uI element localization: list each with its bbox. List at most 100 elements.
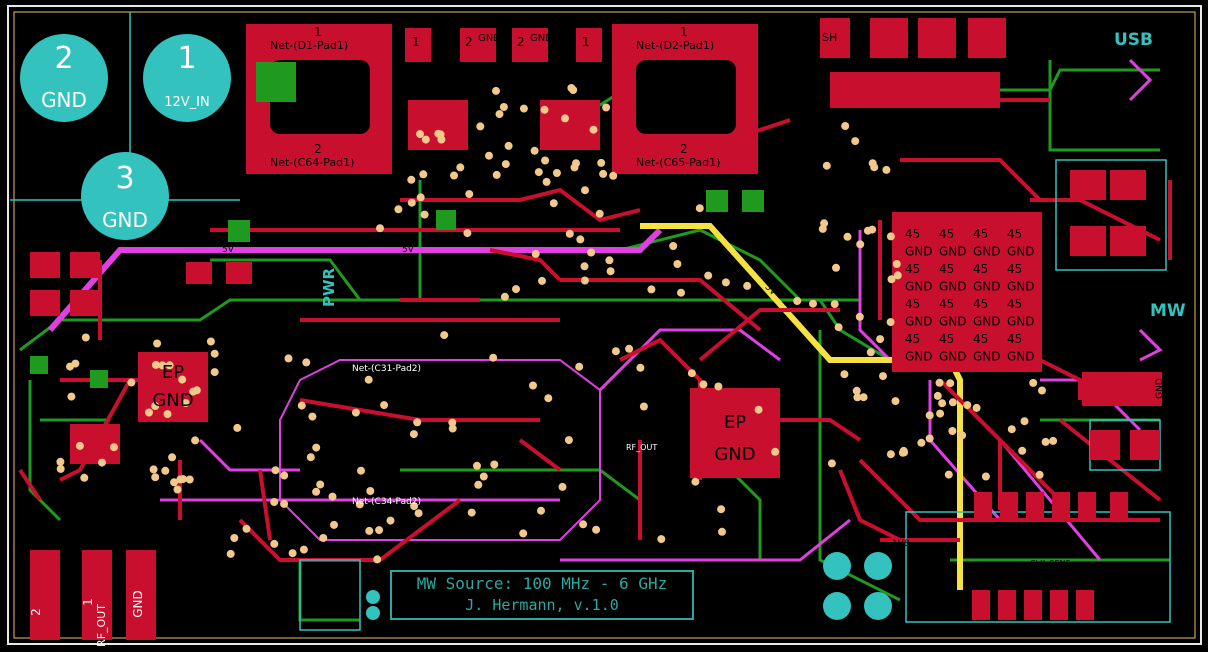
via bbox=[242, 524, 251, 533]
via bbox=[394, 205, 403, 214]
via bbox=[161, 466, 170, 475]
via bbox=[1041, 437, 1050, 446]
bga-pad-label: GND bbox=[973, 315, 1001, 329]
via bbox=[592, 525, 601, 534]
via bbox=[465, 190, 474, 199]
via bbox=[364, 375, 373, 384]
via bbox=[176, 475, 185, 484]
via bbox=[376, 224, 384, 233]
via bbox=[416, 130, 424, 139]
via bbox=[863, 226, 872, 235]
pad-a2-label: 2 bbox=[465, 35, 473, 49]
right-pads bbox=[972, 170, 1162, 620]
via bbox=[879, 372, 887, 381]
via bbox=[67, 392, 76, 401]
via bbox=[163, 410, 172, 419]
via bbox=[75, 441, 84, 450]
via bbox=[474, 480, 483, 489]
via bbox=[917, 438, 926, 447]
via bbox=[98, 458, 106, 467]
via bbox=[500, 292, 509, 301]
rf-connector-pin1-net: RF_OUT bbox=[94, 604, 108, 647]
pad-b1-label: 1 bbox=[582, 35, 590, 49]
green-pads bbox=[30, 62, 764, 388]
via bbox=[925, 411, 934, 420]
bga-pad-label: GND bbox=[905, 315, 933, 329]
via bbox=[1029, 378, 1038, 387]
via bbox=[330, 520, 338, 529]
mounting-hole-3-number: 3 bbox=[115, 161, 135, 196]
via bbox=[230, 534, 239, 542]
via bbox=[946, 379, 955, 388]
bga-pad-label: GND bbox=[905, 245, 933, 259]
via bbox=[589, 125, 598, 134]
bga-pad-label: GND bbox=[1007, 350, 1035, 364]
via bbox=[552, 169, 561, 177]
bga-pad-label: 45 bbox=[1007, 262, 1022, 276]
test-points bbox=[366, 552, 892, 620]
bga-pad-label: 45 bbox=[905, 262, 920, 276]
via bbox=[534, 168, 543, 177]
ep-chips bbox=[138, 352, 780, 478]
via bbox=[145, 408, 153, 417]
via bbox=[407, 175, 416, 184]
via bbox=[841, 122, 850, 130]
via bbox=[504, 141, 513, 150]
mw-label: MW bbox=[1150, 301, 1186, 321]
shield-label: SH bbox=[822, 31, 838, 44]
via bbox=[605, 256, 614, 265]
via bbox=[853, 393, 862, 402]
via bbox=[463, 229, 472, 238]
via bbox=[1007, 425, 1016, 434]
bga-pad-label: 45 bbox=[1007, 332, 1022, 346]
via bbox=[416, 193, 425, 202]
bga-pad-label: GND bbox=[905, 350, 933, 364]
via bbox=[297, 401, 306, 410]
via bbox=[414, 509, 423, 518]
via bbox=[580, 262, 589, 271]
bga-pad-label: GND bbox=[939, 245, 967, 259]
via bbox=[328, 492, 337, 501]
via bbox=[492, 86, 500, 95]
bga-pad-label: GND bbox=[973, 350, 1001, 364]
via bbox=[178, 375, 187, 384]
via bbox=[71, 359, 80, 368]
small-pads bbox=[405, 28, 602, 62]
bga-pad-label: 45 bbox=[939, 297, 954, 311]
via bbox=[699, 380, 708, 389]
via bbox=[1035, 470, 1044, 479]
via bbox=[636, 363, 645, 372]
inductor-1-pin1-net: Net-(D1-Pad1) bbox=[270, 39, 349, 52]
mounting-hole-1 bbox=[143, 34, 231, 122]
bga-pad-label: 45 bbox=[939, 332, 954, 346]
via bbox=[944, 470, 953, 479]
via bbox=[647, 285, 656, 294]
via bbox=[852, 386, 861, 395]
via bbox=[541, 156, 550, 165]
via bbox=[56, 464, 65, 473]
board-outline bbox=[7, 5, 1202, 645]
mounting-hole-2-number: 2 bbox=[54, 41, 74, 76]
ep-chip-1-ep: EP bbox=[161, 362, 185, 383]
via bbox=[419, 170, 428, 179]
bga-pad-label: 45 bbox=[905, 227, 920, 241]
rf-connector-pads bbox=[30, 550, 156, 640]
via bbox=[302, 358, 311, 367]
via bbox=[499, 103, 508, 111]
via bbox=[859, 393, 868, 402]
rf-connector-gnd: GND bbox=[130, 590, 145, 618]
via bbox=[687, 369, 696, 378]
via bbox=[210, 368, 219, 377]
via bbox=[407, 198, 416, 207]
inductor-1-pin2-net: Net-(C64-Pad1) bbox=[270, 156, 355, 169]
rail-1v8-label: 1V8 bbox=[892, 539, 910, 549]
via bbox=[409, 430, 418, 439]
via bbox=[181, 399, 190, 408]
bga-pad-label: GND bbox=[939, 315, 967, 329]
via bbox=[413, 418, 422, 427]
bga-pad-label: GND bbox=[939, 350, 967, 364]
via bbox=[380, 401, 389, 410]
via bbox=[319, 534, 328, 542]
bga-pad-label: GND bbox=[1007, 245, 1035, 259]
